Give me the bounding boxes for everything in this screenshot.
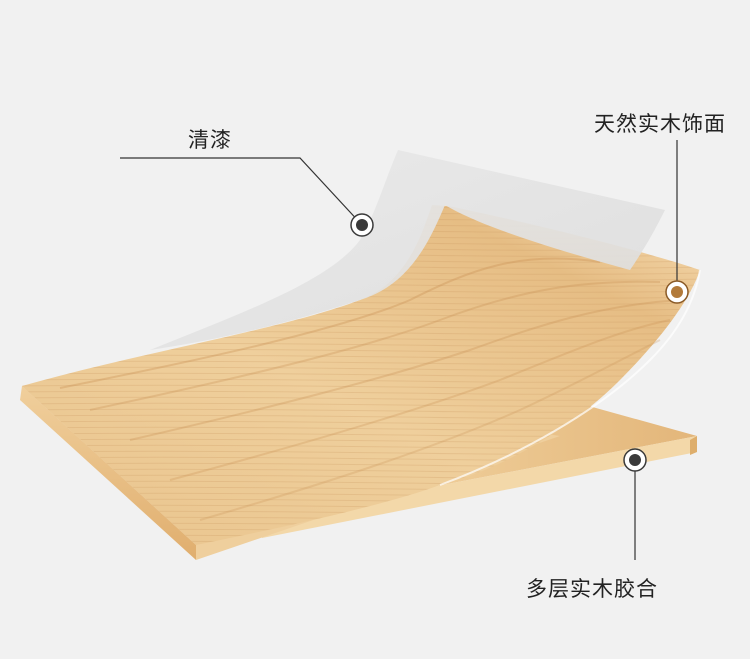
lacquer-leader (120, 157, 363, 226)
lacquer-film (150, 150, 665, 350)
veneer-marker-icon (665, 280, 689, 304)
plywood-label: 多层实木胶合 (526, 577, 658, 601)
lacquer-marker-icon (350, 213, 374, 237)
leader-lines (120, 140, 678, 560)
plywood-marker-icon (623, 448, 647, 472)
lacquer-label: 清漆 (188, 128, 232, 152)
veneer-sheet (22, 205, 701, 545)
veneer-label: 天然实木饰面 (594, 112, 726, 136)
